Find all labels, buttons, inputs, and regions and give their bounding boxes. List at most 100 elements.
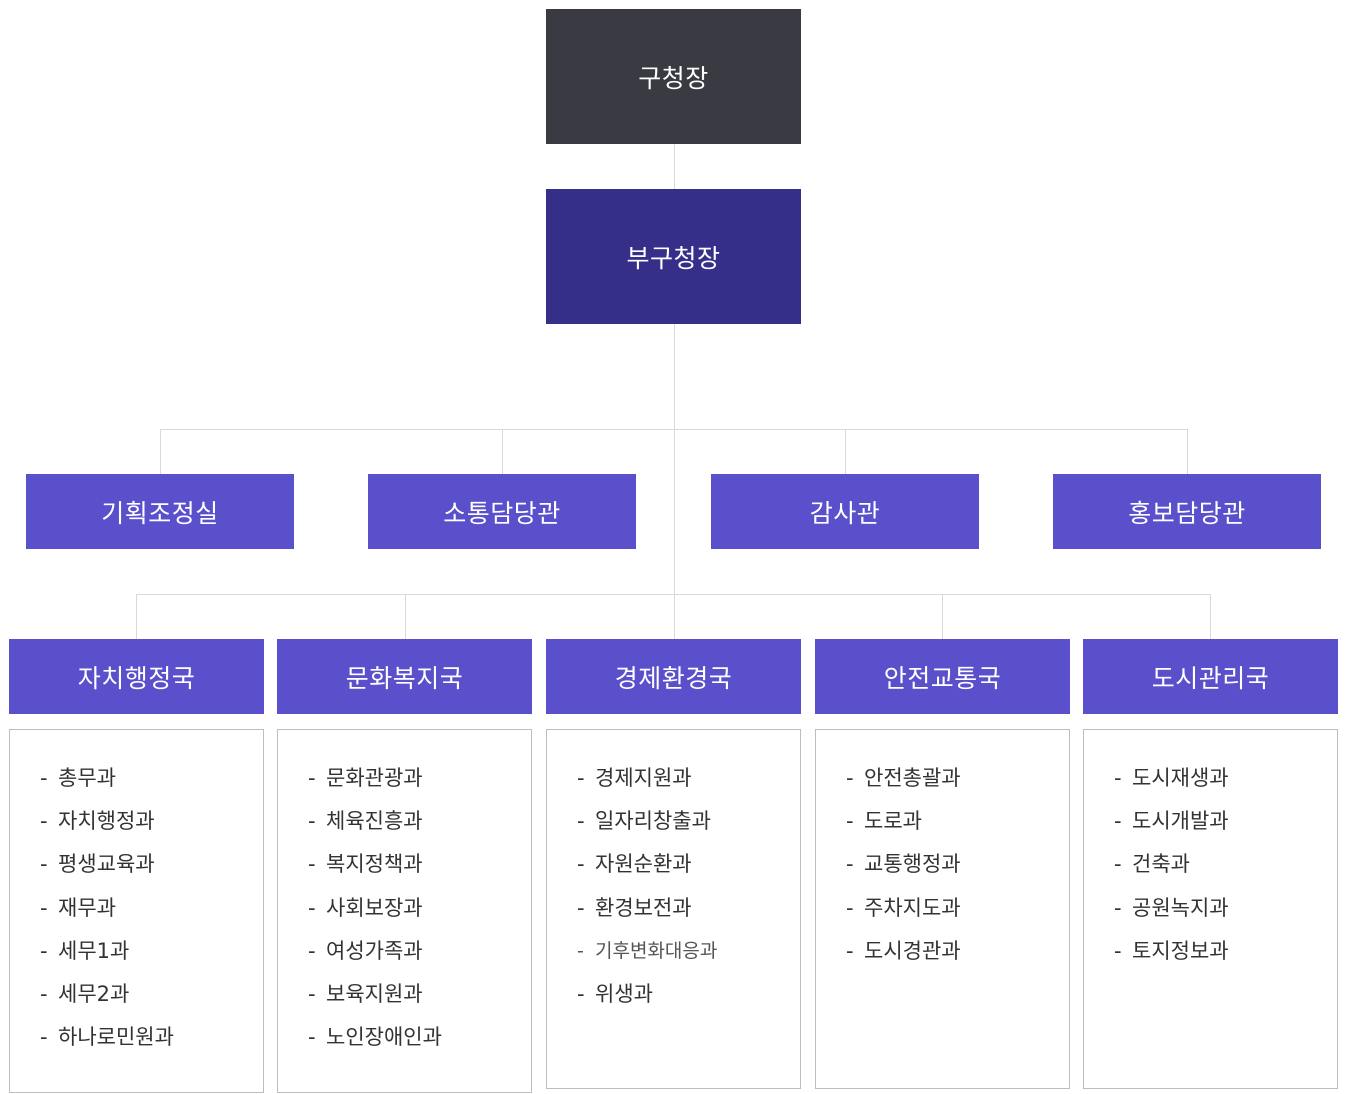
deputy-mayor-node[interactable]: 부구청장 (546, 189, 801, 324)
division-label: 평생교육과 (58, 852, 155, 877)
division-item[interactable]: -문화관광과 (308, 760, 531, 803)
division-item[interactable]: -주차지도과 (846, 890, 1069, 933)
dash-marker: - (1114, 766, 1122, 790)
division-label: 사회보장과 (326, 895, 423, 920)
dash-marker: - (40, 938, 48, 963)
division-label: 일자리창출과 (595, 809, 711, 834)
dash-marker: - (1114, 938, 1122, 963)
dash-marker: - (846, 938, 854, 963)
division-label: 보육지원과 (326, 981, 423, 1006)
dash-marker: - (308, 809, 316, 834)
bureau-urban-management[interactable]: 도시관리국 (1083, 639, 1338, 714)
dash-marker: - (577, 895, 585, 920)
division-item[interactable]: -하나로민원과 (40, 1019, 263, 1062)
division-item[interactable]: -총무과 (40, 760, 263, 803)
connector-staff-2 (502, 429, 503, 474)
dash-marker: - (308, 981, 316, 1006)
division-label: 재무과 (58, 895, 116, 920)
division-label: 문화관광과 (326, 766, 423, 790)
staff-office-planning[interactable]: 기획조정실 (26, 474, 294, 549)
division-item[interactable]: -교통행정과 (846, 846, 1069, 889)
division-item[interactable]: -위생과 (577, 976, 800, 1019)
mayor-node[interactable]: 구청장 (546, 9, 801, 144)
division-item[interactable]: -세무1과 (40, 933, 263, 976)
dash-marker: - (577, 939, 584, 962)
staff-office-audit[interactable]: 감사관 (711, 474, 979, 549)
bureau-culture-welfare[interactable]: 문화복지국 (277, 639, 532, 714)
division-label: 노인장애인과 (326, 1025, 442, 1050)
division-label: 주차지도과 (864, 895, 961, 920)
division-item[interactable]: -안전총괄과 (846, 760, 1069, 803)
division-item[interactable]: -도시개발과 (1114, 803, 1337, 846)
division-item[interactable]: -복지정책과 (308, 846, 531, 889)
division-item[interactable]: -도시재생과 (1114, 760, 1337, 803)
connector-bureau-4 (942, 594, 943, 639)
dash-marker: - (577, 852, 585, 877)
staff-office-communication[interactable]: 소통담당관 (368, 474, 636, 549)
dash-marker: - (40, 852, 48, 877)
connector-staff-4 (1187, 429, 1188, 474)
bureau-autonomous-admin[interactable]: 자치행정국 (9, 639, 264, 714)
dash-marker: - (577, 766, 585, 790)
division-label: 세무1과 (58, 938, 130, 963)
bureau-safety-traffic[interactable]: 안전교통국 (815, 639, 1070, 714)
division-label: 도로과 (864, 809, 922, 834)
division-item[interactable]: -공원녹지과 (1114, 890, 1337, 933)
division-label: 복지정책과 (326, 852, 423, 877)
dash-marker: - (308, 895, 316, 920)
dash-marker: - (308, 852, 316, 877)
division-item[interactable]: -자원순환과 (577, 846, 800, 889)
division-label: 도시재생과 (1132, 766, 1229, 790)
division-label: 자치행정과 (58, 809, 155, 834)
dash-marker: - (308, 1025, 316, 1050)
connector-staff-3 (845, 429, 846, 474)
division-label: 건축과 (1132, 852, 1190, 877)
division-label: 교통행정과 (864, 852, 961, 877)
division-item[interactable]: -일자리창출과 (577, 803, 800, 846)
division-item[interactable]: -자치행정과 (40, 803, 263, 846)
division-item[interactable]: -보육지원과 (308, 976, 531, 1019)
bureau-economy-environment[interactable]: 경제환경국 (546, 639, 801, 714)
dash-marker: - (846, 895, 854, 920)
division-item[interactable]: -세무2과 (40, 976, 263, 1019)
dash-marker: - (40, 1025, 48, 1050)
staff-office-pr[interactable]: 홍보담당관 (1053, 474, 1321, 549)
division-label: 환경보전과 (595, 895, 692, 920)
division-item[interactable]: -도시경관과 (846, 933, 1069, 976)
division-label: 하나로민원과 (58, 1025, 174, 1050)
division-item[interactable]: -기후변화대응과 (577, 933, 800, 976)
division-label: 여성가족과 (326, 938, 423, 963)
division-label: 위생과 (595, 981, 653, 1006)
division-label: 안전총괄과 (864, 766, 961, 790)
connector-bureau-2 (405, 594, 406, 639)
dash-marker: - (40, 895, 48, 920)
connector-staff-1 (160, 429, 161, 474)
division-item[interactable]: -경제지원과 (577, 760, 800, 803)
division-list-autonomous-admin: -총무과 -자치행정과 -평생교육과 -재무과 -세무1과 -세무2과 -하나로… (9, 729, 264, 1093)
dash-marker: - (846, 809, 854, 834)
division-item[interactable]: -환경보전과 (577, 890, 800, 933)
dash-marker: - (40, 809, 48, 834)
division-label: 기후변화대응과 (595, 939, 718, 962)
division-item[interactable]: -건축과 (1114, 846, 1337, 889)
connector-bureau-5 (1210, 594, 1211, 639)
division-item[interactable]: -평생교육과 (40, 846, 263, 889)
division-item[interactable]: -사회보장과 (308, 890, 531, 933)
division-label: 세무2과 (58, 981, 130, 1006)
division-item[interactable]: -도로과 (846, 803, 1069, 846)
division-label: 체육진흥과 (326, 809, 423, 834)
division-item[interactable]: -토지정보과 (1114, 933, 1337, 976)
connector-main-vertical (674, 143, 675, 639)
division-label: 도시경관과 (864, 938, 961, 963)
division-item[interactable]: -여성가족과 (308, 933, 531, 976)
dash-marker: - (40, 981, 48, 1006)
dash-marker: - (846, 852, 854, 877)
dash-marker: - (308, 938, 316, 963)
dash-marker: - (577, 981, 585, 1006)
connector-bureau-horizontal (136, 594, 1211, 595)
division-label: 도시개발과 (1132, 809, 1229, 834)
division-item[interactable]: -재무과 (40, 890, 263, 933)
dash-marker: - (1114, 895, 1122, 920)
division-item[interactable]: -노인장애인과 (308, 1019, 531, 1062)
division-item[interactable]: -체육진흥과 (308, 803, 531, 846)
